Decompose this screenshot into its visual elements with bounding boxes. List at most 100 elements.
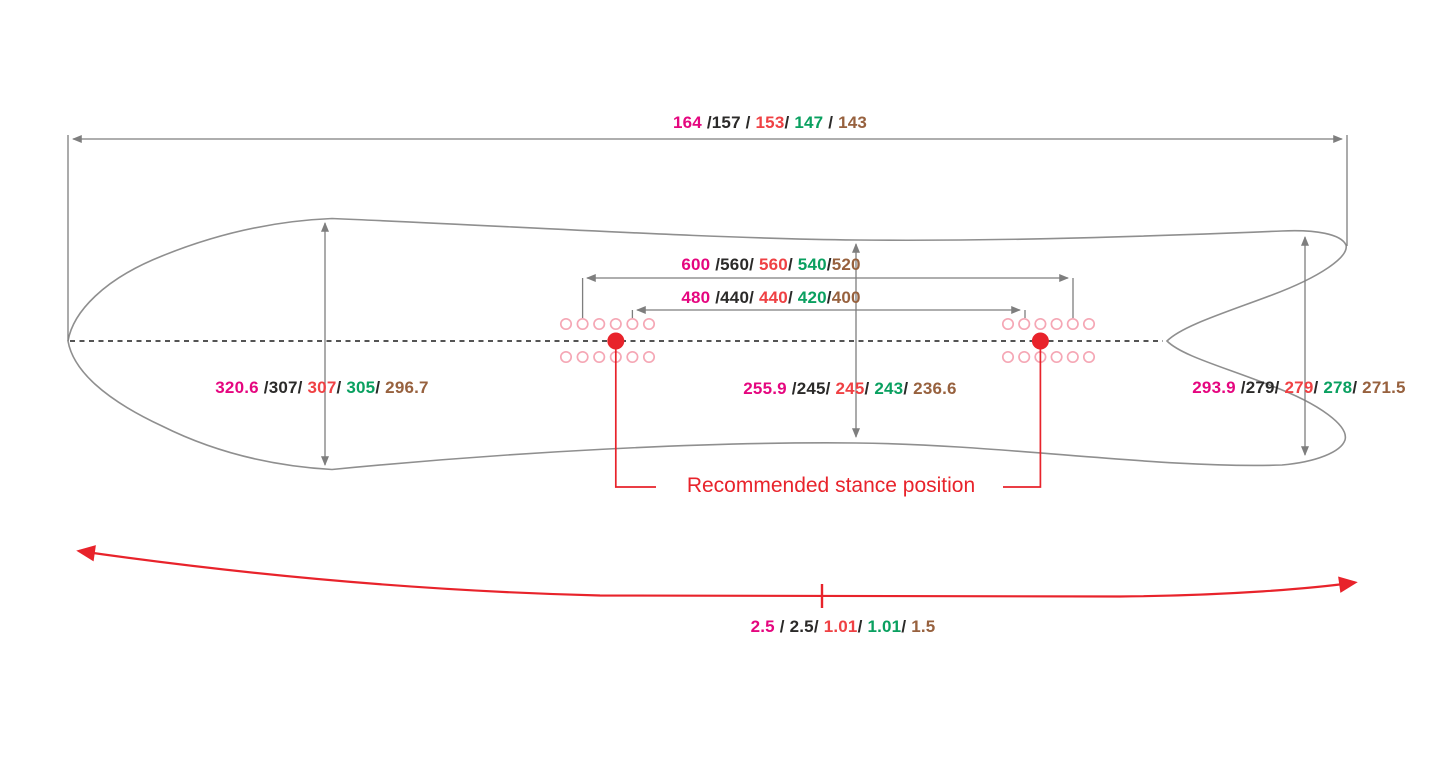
dim-value: 420: [797, 288, 827, 307]
dim-separator: /: [375, 378, 386, 397]
dim-separator: /: [297, 378, 308, 397]
insert-hole: [1050, 317, 1063, 331]
insert-hole: [626, 350, 639, 364]
dim-value: 400: [831, 288, 861, 307]
dim-value: 164: [672, 113, 702, 132]
dim-separator: /: [784, 113, 795, 132]
dim-separator: /: [825, 379, 836, 398]
stance-width-outer-label: 600 /560/ 560/ 540/520: [681, 255, 860, 275]
dim-value: 307: [307, 378, 337, 397]
dim-value: 245: [796, 379, 826, 398]
board-outline: [67, 217, 1347, 471]
dim-separator: /: [901, 617, 912, 636]
dim-value: 307: [268, 378, 298, 397]
dim-value: 279: [1284, 378, 1314, 397]
insert-hole: [576, 350, 589, 364]
insert-hole: [1082, 350, 1096, 364]
stance-dot-front: [607, 332, 625, 350]
dim-separator: /: [740, 113, 756, 132]
dim-value: 2.5: [750, 617, 775, 636]
insert-hole: [609, 317, 622, 331]
dim-value: 143: [838, 113, 868, 132]
tail-width-label: 293.9 /279/ 279/ 278/ 271.5: [1192, 378, 1405, 398]
stance-dot-back: [1031, 332, 1049, 350]
insert-hole: [1066, 350, 1079, 364]
dim-separator: /: [1352, 378, 1363, 397]
dim-value: 236.6: [913, 379, 957, 398]
dim-value: 540: [797, 255, 827, 274]
dim-separator: /: [749, 255, 759, 274]
dim-separator: /: [1274, 378, 1285, 397]
dim-separator: /: [813, 617, 824, 636]
dim-separator: /: [787, 288, 798, 307]
dim-value: 147: [794, 113, 824, 132]
dim-separator: /: [710, 255, 721, 274]
waist-width-label: 255.9 /245/ 245/ 243/ 236.6: [743, 379, 956, 399]
dim-separator: /: [749, 288, 759, 307]
dim-value: 600: [681, 255, 711, 274]
total-length-label: 164 /157 / 153/ 147 / 143: [673, 113, 867, 133]
dim-value: 271.5: [1362, 378, 1406, 397]
dim-value: 520: [831, 255, 861, 274]
insert-hole: [1066, 317, 1079, 331]
dim-value: 1.01: [867, 617, 902, 636]
dim-separator: /: [336, 378, 347, 397]
insert-hole: [1034, 317, 1047, 331]
stance-width-inner-label: 480 /440/ 440/ 420/400: [681, 288, 860, 308]
dim-separator: /: [823, 113, 839, 132]
dim-separator: /: [710, 288, 721, 307]
dim-value: 305: [346, 378, 376, 397]
recommended-stance-label: Recommended stance position: [686, 474, 976, 497]
insert-pack-front: [559, 317, 656, 364]
dim-value: 245: [835, 379, 865, 398]
dim-value: 293.9: [1192, 378, 1236, 397]
dim-separator: /: [864, 379, 875, 398]
dim-value: 440: [720, 288, 750, 307]
dim-separator: /: [786, 379, 797, 398]
dim-value: 1.5: [911, 617, 936, 636]
dim-value: 296.7: [385, 378, 429, 397]
insert-hole: [559, 317, 573, 331]
insert-hole: [576, 317, 589, 331]
dim-separator: /: [826, 288, 832, 307]
insert-hole: [642, 350, 656, 364]
insert-hole: [626, 317, 639, 331]
stance-leader-front: [614, 347, 656, 488]
insert-hole: [1018, 317, 1031, 331]
dim-separator: /: [826, 255, 832, 274]
camber-curve: [76, 545, 1358, 598]
insert-hole: [593, 350, 606, 364]
dim-separator: /: [258, 378, 269, 397]
dim-value: 255.9: [743, 379, 787, 398]
stance-leader-back: [1003, 347, 1042, 488]
insert-hole: [559, 350, 573, 364]
dim-separator: /: [787, 255, 798, 274]
dim-value: 560: [758, 255, 788, 274]
dim-value: 243: [874, 379, 904, 398]
insert-hole: [1001, 350, 1015, 364]
insert-hole: [1050, 350, 1063, 364]
insert-hole: [642, 317, 656, 331]
dim-value: 560: [720, 255, 750, 274]
dim-separator: /: [774, 617, 790, 636]
insert-hole: [1001, 317, 1015, 331]
dim-separator: /: [1235, 378, 1246, 397]
dim-value: 320.6: [215, 378, 259, 397]
camber-values-label: 2.5 / 2.5/ 1.01/ 1.01/ 1.5: [751, 617, 936, 637]
dim-separator: /: [857, 617, 868, 636]
dim-separator: /: [1313, 378, 1324, 397]
dim-value: 1.01: [823, 617, 858, 636]
dim-value: 2.5: [789, 617, 814, 636]
dim-separator: /: [701, 113, 712, 132]
insert-hole: [1082, 317, 1096, 331]
dim-value: 279: [1245, 378, 1275, 397]
dimension-lines: [67, 135, 1348, 466]
dim-value: 440: [758, 288, 788, 307]
dim-value: 153: [755, 113, 785, 132]
insert-hole: [593, 317, 606, 331]
dim-value: 278: [1323, 378, 1353, 397]
dim-separator: /: [903, 379, 914, 398]
insert-hole: [1018, 350, 1031, 364]
